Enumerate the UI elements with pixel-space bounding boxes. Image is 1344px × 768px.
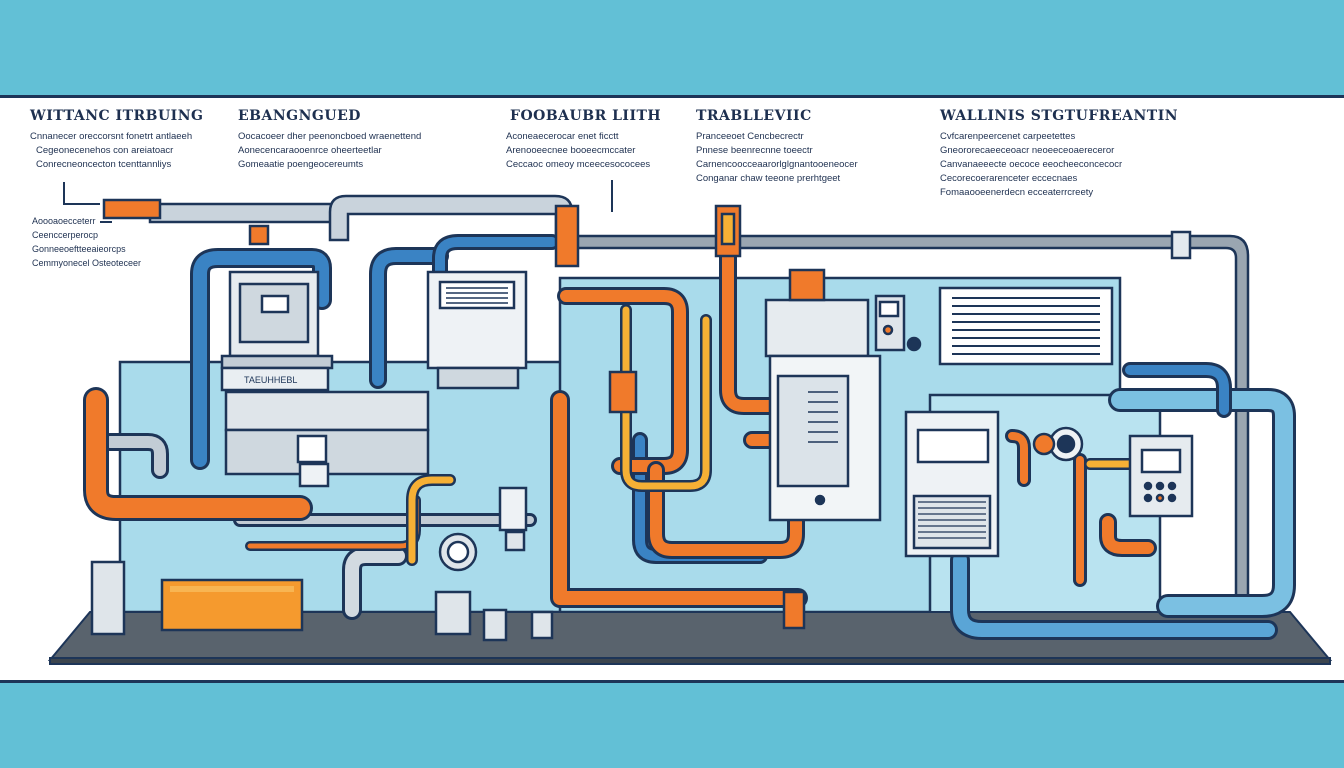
top-background-band [0, 0, 1344, 95]
leader-lines [63, 180, 613, 223]
label-line: Aconeaecerocar enet ficctt [506, 131, 619, 142]
label-line: Canvanaeeecte oecoce eeocheeconcecocr [940, 159, 1123, 170]
label-line: Ceccaoc omeoy mceecesococees [506, 159, 651, 170]
label-title: EBANGNGUED [238, 108, 361, 124]
side-note-line: Gonneeoeftteeaieorcps [32, 244, 126, 254]
label-title: WITTANC ITRBUING [30, 108, 204, 124]
bottom-background-band [0, 683, 1344, 768]
return-grille [938, 286, 1114, 366]
label-line: Conganar chaw teeone prerhtgeet [696, 173, 841, 184]
pump-gauge [438, 426, 1084, 572]
side-note-line: Cemmyonecel Osteoteceer [32, 258, 142, 268]
furnace-unit [764, 268, 882, 522]
label-block-wallinis: WALLINIS STGTUFREANTIN Cvfcarenpeercenet… [940, 108, 1178, 200]
label-line: Pranceeoet Cencbecrectr [696, 131, 804, 142]
label-line: Aonecencaraooenrce oheerteetlar [238, 145, 382, 156]
side-note: Aoooaoecceterr Ceenccerperocp Gonneeoeft… [32, 214, 141, 270]
air-handler-unit: TAEUHHEBL [220, 270, 430, 476]
label-line: Conrecneoncecton tcenttannliys [36, 159, 172, 170]
label-block-trablleviic: TRABLLEVIIC Pranceeoet Cencbecrectr Pnne… [696, 108, 858, 186]
label-line: Oocacoeer dher peenoncboed wraenettend [238, 131, 422, 142]
unit-plate-text: TAEUHHEBL [244, 375, 297, 385]
label-title: FOOBAUBR LIITH [510, 108, 662, 124]
label-block-wittanc: WITTANC ITRBUING Cnnanecer oreccorsnt fo… [30, 108, 203, 172]
label-line: Arenooeecnee booeecmccater [506, 145, 636, 156]
label-line: Carnencoocceaarorlglgnantooeneocer [696, 159, 858, 170]
wall-mount-unit [426, 270, 528, 390]
label-block-ebangngued: EBANGNGUED Oocacoeer dher peenoncboed wr… [238, 108, 421, 172]
label-line: Gomeaatie poengeocereumts [238, 159, 364, 170]
thermostat-box [874, 294, 922, 352]
control-panel [1128, 434, 1194, 518]
label-title: TRABLLEVIIC [696, 108, 812, 124]
junction-boxes [298, 462, 806, 642]
label-line: Cecorecoerarenceter eccecnaes [940, 173, 1078, 184]
label-line: Cvfcarenpeercenet carpeetettes [940, 131, 1076, 142]
label-line: Cegeonecenehos con areiatoacr [36, 145, 174, 156]
label-line: Fomaaooeenerdecn ecceaterrcreety [940, 187, 1094, 198]
label-title: WALLINIS STGTUFREANTIN [940, 108, 1179, 124]
gas-lines [406, 304, 1136, 566]
water-lines [190, 234, 1296, 640]
condenser-unit [904, 410, 1000, 558]
side-note-line: Ceenccerperocp [32, 230, 99, 240]
label-line: Cnnanecer oreccorsnt fonetrt antlaeeh [30, 131, 193, 142]
label-line: Pnnese beenrecnne toeectr [696, 145, 813, 156]
storage-tank [90, 560, 304, 636]
label-block-foobaubr: FOOBAUBR LIITH Aconeaecerocar enet ficct… [506, 108, 661, 172]
side-note-line: Aoooaoecceterr [32, 216, 96, 226]
label-line: Gneororecaeeceoacr neoeeceoaereceror [940, 145, 1115, 156]
valve-stack [102, 198, 742, 414]
